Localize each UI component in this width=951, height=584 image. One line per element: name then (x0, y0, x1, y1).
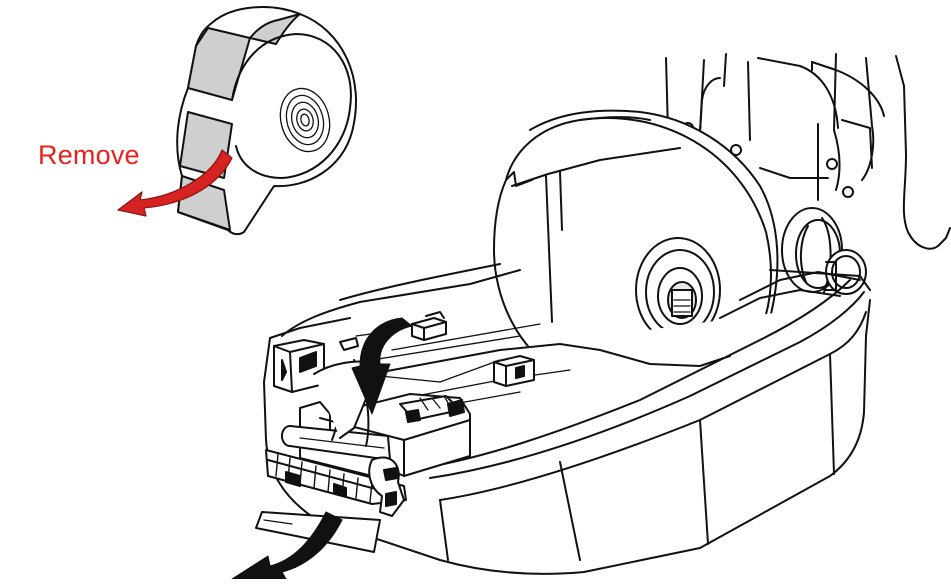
small-clip (340, 338, 358, 350)
label-roll-icon (177, 7, 356, 234)
center-guide-clip (412, 312, 446, 340)
right-guide-clip (494, 356, 534, 386)
printer-icon (256, 54, 950, 574)
left-hinge-block (274, 340, 324, 392)
roll-holder-knob (782, 208, 866, 294)
remove-label: Remove (38, 140, 140, 171)
